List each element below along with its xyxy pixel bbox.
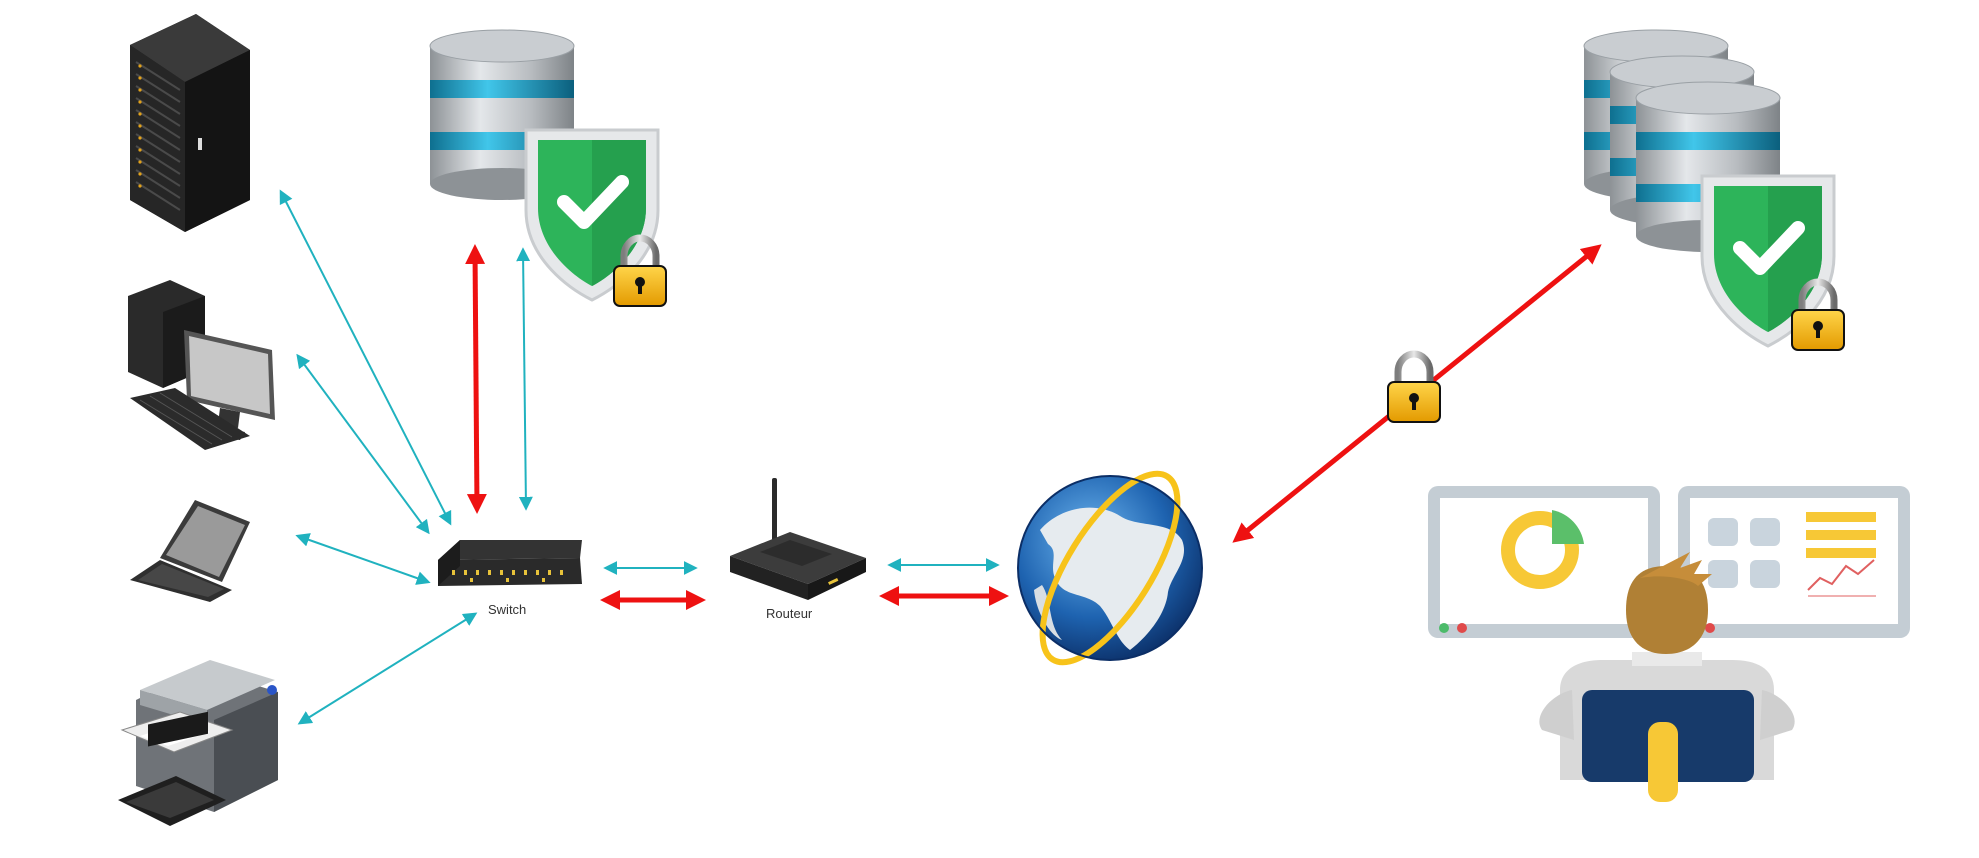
link-switch-secure-db-red <box>465 244 487 514</box>
server-rack-icon <box>130 14 250 232</box>
laptop-icon <box>130 500 250 602</box>
link-switch-desktop <box>296 353 430 535</box>
wifi-router-icon <box>730 478 866 600</box>
analyst-dashboard-icon <box>1428 486 1910 802</box>
secure-link-lock-icon <box>1388 354 1440 422</box>
desktop-computer-icon <box>128 280 275 450</box>
router-label: Routeur <box>766 606 813 621</box>
secure-database-icon <box>429 29 666 306</box>
link-switch-server-rack <box>279 189 452 526</box>
multifunction-printer-icon <box>118 660 278 826</box>
link-switch-printer <box>297 612 478 725</box>
links <box>279 189 1602 725</box>
link-switch-secure-db-cyan <box>516 247 533 511</box>
link-switch-laptop <box>295 533 431 585</box>
internet-globe-icon <box>1017 470 1203 666</box>
switch-label: Switch <box>488 602 527 617</box>
database-cluster-icon <box>1583 29 1844 350</box>
network-switch-icon <box>438 540 582 586</box>
